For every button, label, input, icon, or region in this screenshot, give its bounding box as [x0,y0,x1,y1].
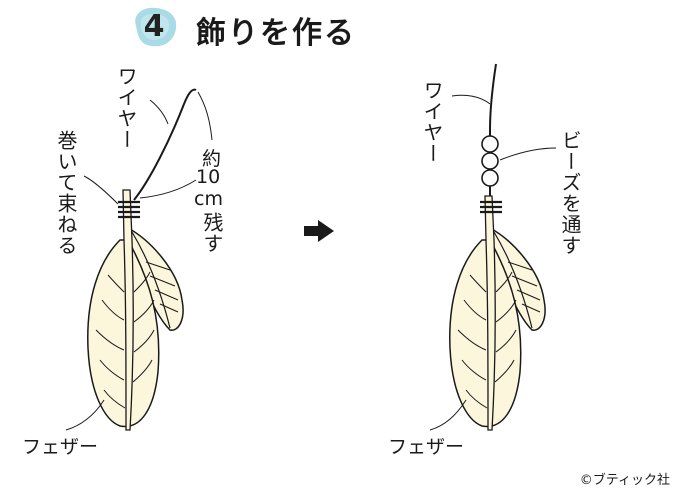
bundle-label: 巻いて束ねる [54,130,78,256]
wire-leader-line-left [149,99,169,125]
wire-label-left: ワイヤー [114,66,138,150]
right-arrow-icon [304,220,334,242]
remain-leader-line-top [197,91,213,141]
feather-label-right: フェザー [388,436,465,458]
bundle-leader-line [83,175,119,205]
feather-leader-line-right [429,399,467,431]
page-title: 飾りを作る [196,16,356,51]
wire-leader-line-right [451,94,491,105]
right-feather [449,63,546,431]
feather-leader-line-left [65,399,105,431]
left-feather [87,88,197,431]
copyright-credit: ©ブティック社 [579,473,670,488]
wire-label-right: ワイヤー [420,80,444,164]
feather-label-left: フェザー [22,436,99,458]
remain-label-approx: 約 [202,148,222,170]
step-number: 4 [143,9,165,44]
beads-leader-line [499,147,557,161]
remain-label-leave: 残す [200,212,224,254]
remain-leader-line-bottom [139,179,197,199]
remain-label-number: 10 [196,166,221,188]
beads-label: ビーズを通す [558,130,582,256]
step-badge-icon [135,7,177,47]
beads-icon [481,135,499,187]
remain-label-unit: cm [194,188,223,210]
